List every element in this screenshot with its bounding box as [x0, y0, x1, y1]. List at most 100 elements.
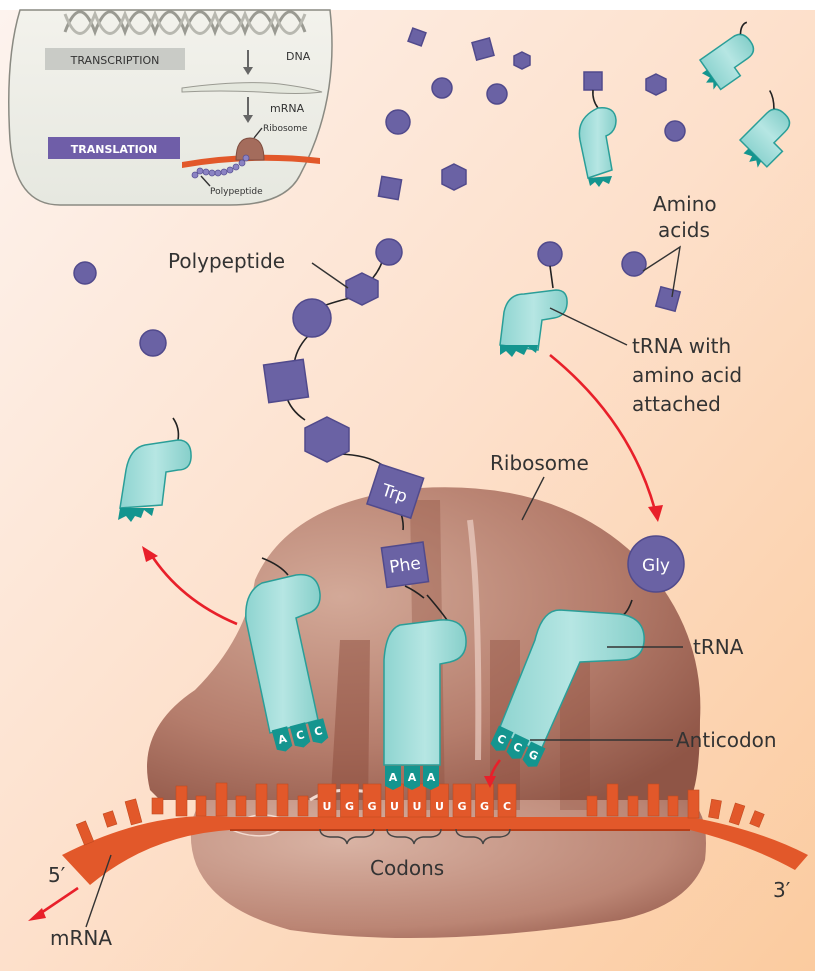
amino-acid-square — [377, 175, 403, 201]
codon-base-label: G — [480, 800, 489, 813]
mrna-nucleotides — [75, 782, 765, 846]
free-trna-right — [738, 90, 791, 168]
free-trna-top-right — [698, 21, 755, 91]
anticodon-a-site: CCG — [490, 725, 546, 767]
inset-polypeptide-label: Polypeptide — [210, 187, 263, 197]
inset-mrna-strand — [181, 82, 323, 94]
amino-acid-hexagon — [441, 163, 467, 191]
amino-acid-circle — [292, 298, 332, 338]
anticodon-base-label: C — [295, 728, 306, 743]
codon-base-label: G — [345, 800, 354, 813]
gly-label: Gly — [642, 556, 670, 576]
free-trna-with-square — [578, 71, 617, 187]
five-prime-arrow-head-icon — [28, 908, 46, 921]
amino-acid-square — [654, 285, 682, 313]
free-amino-acids — [73, 27, 686, 357]
anticodon-base: A — [271, 726, 293, 752]
anticodon-base: A — [404, 766, 420, 790]
amino-acid-circle — [139, 329, 167, 357]
transcription-label: TRANSCRIPTION — [70, 54, 160, 67]
amino-acid-square — [407, 27, 427, 47]
anticodon-base: C — [490, 725, 514, 751]
amino-acid-circle — [385, 109, 411, 135]
amino-acid-circle — [431, 77, 453, 99]
amino-acid-hexagon — [645, 73, 667, 96]
anticodon-base: C — [307, 718, 329, 744]
trna-label: tRNA — [693, 635, 744, 659]
codon-base-label: U — [323, 800, 332, 813]
inset-polypeptide — [191, 154, 250, 179]
charged-trna — [499, 241, 568, 357]
codon-base: G — [340, 783, 359, 818]
codon-base-label: U — [435, 800, 444, 813]
inset-dna-label: DNA — [286, 50, 311, 63]
anticodon-base-label: A — [389, 771, 398, 784]
anticodon-base-label: A — [427, 771, 436, 784]
inset-ribosome — [235, 137, 265, 161]
anticodon-base-label: A — [277, 732, 289, 747]
trna-attached-label-1: tRNA with — [632, 334, 731, 358]
polypeptide-leader — [311, 262, 349, 289]
release-arrow-head-icon — [142, 546, 158, 562]
amino-acid-square — [471, 37, 495, 61]
release-arrow — [148, 552, 238, 626]
transcription-box — [45, 48, 185, 70]
amino-acids-label-2: acids — [658, 218, 710, 242]
ribosome-leader — [521, 476, 545, 521]
amino-acid-trp: Trp — [366, 463, 425, 520]
arrow-head-icon — [243, 67, 253, 75]
amino-acids-leader — [642, 245, 681, 298]
codon-base: U — [430, 783, 449, 818]
amino-acid-circle — [486, 83, 508, 105]
codon-base-label: C — [503, 800, 511, 813]
codon-base-label: U — [390, 800, 399, 813]
anticodon-label: Anticodon — [676, 728, 777, 752]
anticodon-base: C — [289, 722, 311, 748]
codon-base-label: G — [367, 800, 376, 813]
codon-base-label: U — [413, 800, 422, 813]
mrna-label: mRNA — [50, 926, 112, 950]
entry-arrow — [549, 353, 657, 511]
amino-acid-circle — [621, 251, 647, 277]
phe-label: Phe — [388, 554, 422, 578]
codon-base: G — [362, 783, 382, 818]
anticodon-base: G — [522, 741, 546, 767]
ribosome-label: Ribosome — [490, 451, 589, 475]
trna-attached-label-2: amino acid — [632, 363, 742, 387]
polypeptide-chain: Trp Phe Gly — [262, 238, 685, 599]
anticodon-base-label: A — [408, 771, 417, 784]
translation-box — [48, 137, 180, 159]
trna-attached-leader — [549, 307, 628, 346]
inset-mrna-red — [182, 154, 320, 168]
amino-acid-circle — [664, 120, 686, 142]
amino-acid-phe: Phe — [380, 541, 430, 589]
codon-base: C — [497, 783, 517, 818]
released-trna — [118, 417, 192, 522]
amino-acid-hexagon — [304, 416, 350, 463]
anticodon-base: A — [385, 766, 401, 790]
codon-base: G — [475, 783, 494, 818]
amino-acid-circle — [537, 241, 563, 267]
five-prime-label: 5′ — [48, 863, 66, 887]
amino-acid-square — [262, 358, 310, 404]
polypeptide-label: Polypeptide — [168, 249, 285, 273]
codon-braces — [319, 828, 511, 845]
three-prime-label: 3′ — [773, 878, 791, 902]
codon-base: G — [452, 783, 472, 818]
anticodon-base: A — [423, 766, 439, 790]
codons-label: Codons — [370, 856, 444, 880]
codon-base: U — [317, 783, 337, 818]
overview-inset: TRANSCRIPTION DNA mRNA Ribosome TRANSLAT… — [8, 9, 333, 206]
amino-acids-label-1: Amino — [653, 192, 717, 216]
dna-helix-icon — [63, 9, 307, 37]
mrna-leader — [85, 854, 112, 928]
entry-arrow-head-icon — [648, 505, 663, 522]
trna-a-site: CCG — [490, 599, 645, 767]
